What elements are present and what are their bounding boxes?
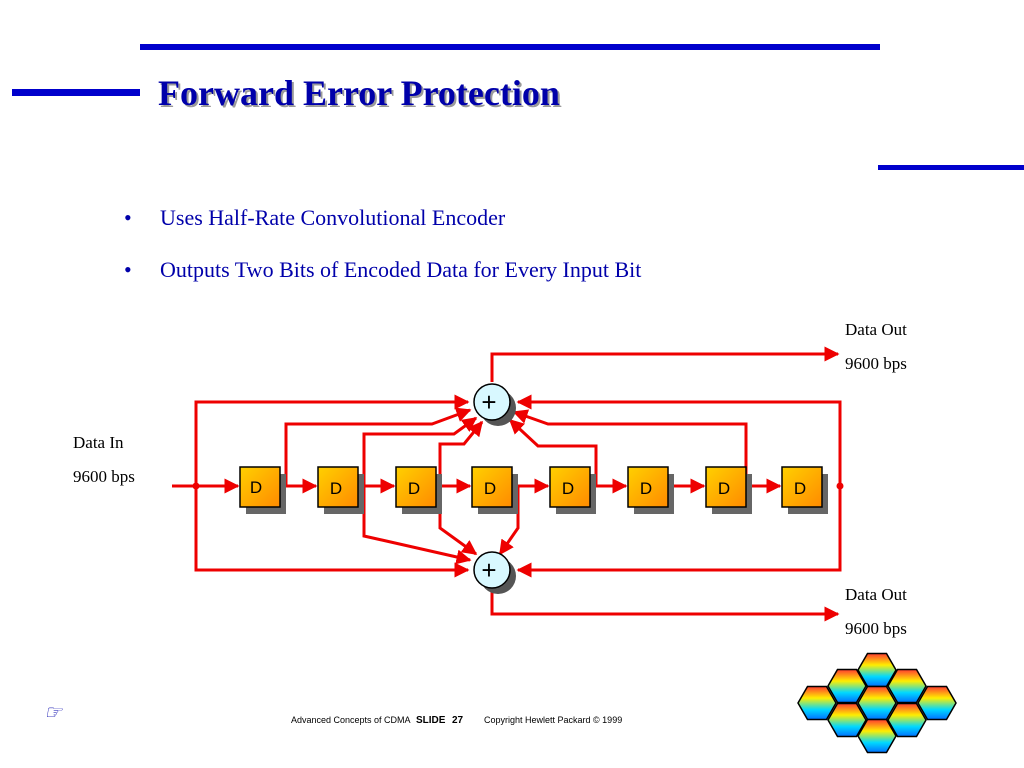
top-rule [140, 44, 880, 50]
delay-label: D [330, 479, 342, 498]
right-rule [878, 165, 1024, 170]
delay-label: D [484, 479, 496, 498]
honeycomb-cell [857, 718, 897, 754]
svg-text:+: + [481, 555, 496, 585]
data-out-bottom-rate: 9600 bps [845, 619, 907, 638]
delay-label: D [794, 479, 806, 498]
delay-label: D [640, 479, 652, 498]
data-in-label: Data In [73, 433, 124, 452]
data-out-bottom-label: Data Out [845, 585, 907, 604]
junction-dots [192, 482, 844, 490]
footer-slide-label: SLIDE [416, 715, 446, 726]
left-rule [12, 89, 140, 96]
bullet-text: Uses Half-Rate Convolutional Encoder [160, 205, 506, 230]
top-adder: + [473, 383, 516, 426]
honeycomb-cell [887, 702, 927, 738]
bullet-item: • Outputs Two Bits of Encoded Data for Ev… [124, 252, 641, 304]
delay-element: D [317, 466, 364, 514]
bullet-list: • Uses Half-Rate Convolutional Encoder • O… [124, 200, 641, 304]
bullet-text: Outputs Two Bits of Encoded Data for Eve… [160, 257, 642, 282]
delay-label: D [718, 479, 730, 498]
delay-element: D [239, 466, 286, 514]
delay-label: D [408, 479, 420, 498]
honeycomb-cell [797, 685, 837, 721]
data-out-top-rate: 9600 bps [845, 354, 907, 373]
bullet-item: • Uses Half-Rate Convolutional Encoder [124, 200, 641, 252]
honeycomb-logo [797, 652, 957, 754]
bullet-dot: • [124, 257, 132, 282]
honeycomb-cell [827, 702, 867, 738]
svg-text:+: + [481, 387, 496, 417]
bullet-dot: • [124, 205, 132, 230]
footer-slide: SLIDE 27 [416, 715, 463, 726]
delay-element: D [471, 466, 518, 514]
pointing-hand-icon: ☞ [44, 702, 62, 724]
honeycomb-cell [917, 685, 957, 721]
footer-course: Advanced Concepts of CDMA [291, 715, 411, 725]
data-out-top-label: Data Out [845, 320, 907, 339]
footer-copyright: Copyright Hewlett Packard © 1999 [484, 715, 623, 725]
slide-title: Forward Error Protection [158, 73, 560, 113]
delay-label: D [562, 479, 574, 498]
delay-element: D [395, 466, 442, 514]
delay-element: D [705, 466, 752, 514]
footer-slide-number: 27 [451, 715, 464, 726]
delay-element: D [627, 466, 674, 514]
honeycomb-cell [887, 668, 927, 704]
delay-element: D [781, 466, 828, 514]
bottom-adder: + [473, 551, 516, 594]
delay-label: D [250, 478, 262, 497]
delay-element: D [549, 466, 596, 514]
data-in-rate: 9600 bps [73, 467, 135, 486]
honeycomb-cell [827, 668, 867, 704]
